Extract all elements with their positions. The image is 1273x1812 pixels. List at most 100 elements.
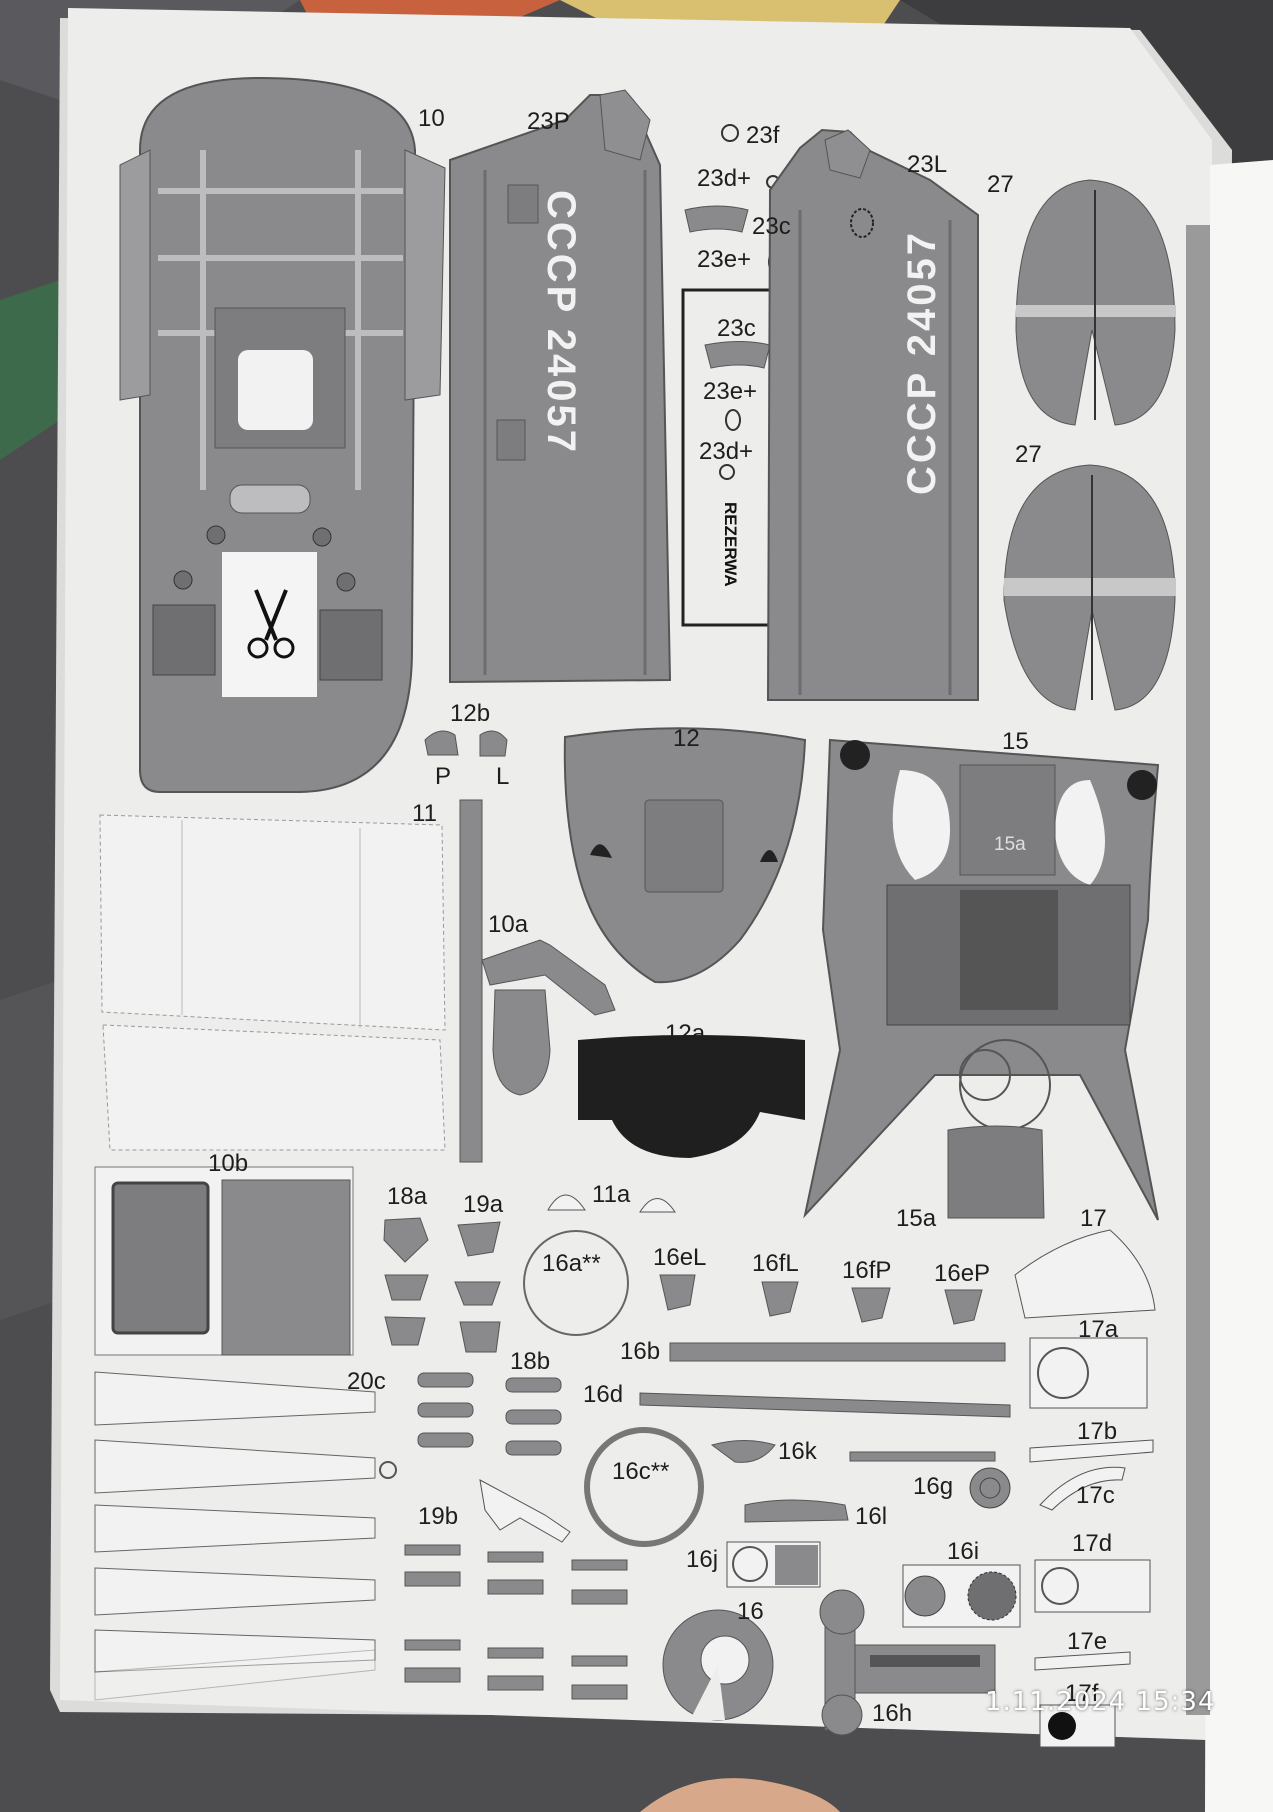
label-16l: 16l xyxy=(855,1503,888,1530)
label-12: 12 xyxy=(673,725,700,752)
part-15a-panel xyxy=(947,1125,1045,1219)
label-27-upper: 27 xyxy=(987,171,1014,198)
part-17f xyxy=(1039,1704,1116,1748)
part-12b-P xyxy=(424,730,459,756)
label-17e: 17e xyxy=(1067,1628,1108,1655)
label-17: 17 xyxy=(1080,1205,1107,1232)
part-10-floor xyxy=(119,76,446,793)
label-23L: 23L xyxy=(907,151,948,178)
label-16c: 16c** xyxy=(612,1458,670,1485)
label-17f: 17f xyxy=(1065,1680,1099,1707)
label-16b: 16b xyxy=(620,1338,661,1365)
label-12a: 12a xyxy=(665,1020,706,1047)
label-23P: 23P xyxy=(527,108,570,135)
part-16fP xyxy=(851,1287,891,1323)
label-23c: 23c xyxy=(752,213,791,240)
label-18a: 18a xyxy=(387,1183,428,1210)
part-18a-set xyxy=(383,1217,429,1346)
label-10b: 10b xyxy=(208,1150,249,1177)
part-19a-set xyxy=(454,1221,501,1353)
label-23d-plus: 23d+ xyxy=(697,165,752,192)
label-16j: 16j xyxy=(686,1546,719,1573)
part-23c xyxy=(684,205,749,233)
quilt-patch xyxy=(0,980,60,1320)
quilt-patch-green xyxy=(0,280,60,460)
part-12b-L xyxy=(479,730,508,757)
label-23e-plus-reserve: 23e+ xyxy=(703,378,758,405)
label-18b: 18b xyxy=(510,1348,551,1375)
label-16eP: 16eP xyxy=(934,1260,991,1287)
part-16fL xyxy=(761,1281,799,1317)
label-17a: 17a xyxy=(1078,1316,1119,1343)
part-17e xyxy=(1034,1651,1131,1671)
label-16a: 16a** xyxy=(542,1250,601,1277)
part-23P-fuselage-side-right xyxy=(449,89,672,684)
part-17c xyxy=(1039,1466,1126,1511)
label-23e-plus: 23e+ xyxy=(697,246,752,273)
label-16k: 16k xyxy=(778,1438,817,1465)
label-side-P: P xyxy=(435,763,452,790)
part-11a-left xyxy=(547,1194,586,1211)
label-15a-on-part: 15a xyxy=(994,834,1026,855)
part-16c-ring xyxy=(584,1427,704,1547)
part-16l xyxy=(744,1499,849,1523)
part-18b-set xyxy=(417,1372,562,1456)
part-16eP xyxy=(944,1289,983,1325)
label-16fL: 16fL xyxy=(752,1250,799,1277)
label-16fP: 16fP xyxy=(842,1257,892,1284)
label-23f: 23f xyxy=(746,122,780,149)
registration-text-left: CCCP 24057 xyxy=(900,230,944,495)
part-16g-hub xyxy=(979,1477,1001,1499)
label-side-L: L xyxy=(496,763,510,790)
label-20c: 20c xyxy=(347,1368,386,1395)
label-16eL: 16eL xyxy=(653,1244,707,1271)
label-23d-plus-reserve: 23d+ xyxy=(699,438,754,465)
part-27-upper xyxy=(1015,179,1176,426)
part-16b-strip xyxy=(669,1342,1006,1362)
part-16d-strip xyxy=(639,1392,1011,1418)
part-23L-fuselage-side-left xyxy=(766,128,979,701)
label-15a: 15a xyxy=(896,1205,937,1232)
next-page xyxy=(1205,160,1273,1812)
part-16j xyxy=(726,1541,821,1588)
label-17c: 17c xyxy=(1076,1482,1115,1509)
part-17b xyxy=(1029,1439,1154,1463)
label-16: 16 xyxy=(737,1598,764,1625)
photo-timestamp: 1.11.2024 15:34 xyxy=(985,1687,1216,1717)
label-19b: 19b xyxy=(418,1503,459,1530)
label-19a: 19a xyxy=(463,1191,504,1218)
part-16g-bar xyxy=(849,1451,996,1462)
label-23c-reserve: 23c xyxy=(717,315,756,342)
part-20c-strips xyxy=(94,1371,397,1701)
part-11a-right xyxy=(639,1198,676,1213)
scissors-icon xyxy=(247,589,295,659)
part-16g-disc xyxy=(969,1467,1011,1509)
label-10: 10 xyxy=(418,105,445,132)
part-10b-panel xyxy=(94,1166,354,1356)
part-15-lower-fuselage xyxy=(803,738,1160,1221)
part-16-spinner xyxy=(662,1609,774,1721)
part-27-lower xyxy=(1003,464,1176,711)
label-27-lower: 27 xyxy=(1015,441,1042,468)
part-16a-disc xyxy=(523,1230,629,1336)
part-11-cockpit-sides xyxy=(99,814,446,1151)
label-11: 11 xyxy=(412,800,437,827)
part-10a-frame xyxy=(459,799,616,1163)
part-12-cowling xyxy=(563,727,807,984)
label-11a: 11a xyxy=(592,1181,631,1208)
registration-text-right: CCCP 24057 xyxy=(539,190,583,455)
label-17d: 17d xyxy=(1072,1530,1113,1557)
part-17d xyxy=(1034,1559,1151,1613)
label-17b: 17b xyxy=(1077,1418,1118,1445)
part-16k xyxy=(710,1440,776,1463)
part-17a xyxy=(1029,1337,1148,1409)
part-19b-set xyxy=(404,1544,628,1700)
label-16i: 16i xyxy=(947,1538,980,1565)
part-23f xyxy=(721,124,739,142)
label-12b: 12b xyxy=(450,700,491,727)
part-12a-black-part xyxy=(578,1035,805,1158)
part-16i xyxy=(902,1564,1021,1628)
part-16eL xyxy=(659,1274,696,1311)
label-16d: 16d xyxy=(583,1381,624,1408)
label-16g: 16g xyxy=(913,1473,954,1500)
